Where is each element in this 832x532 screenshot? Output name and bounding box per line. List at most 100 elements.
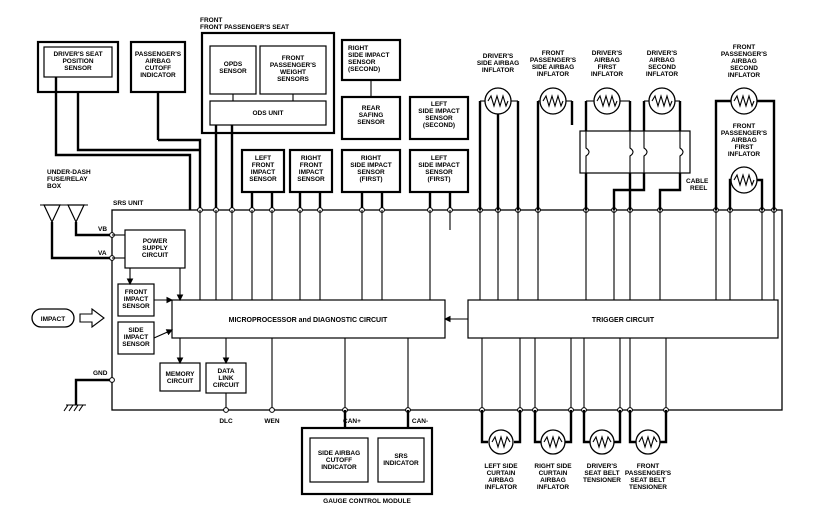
fis-l3: SENSOR [122,303,150,310]
rss-l2: SAFING [359,112,384,119]
svg-text:IMPACT: IMPACT [41,316,65,323]
lsis2-l2: SIDE IMPACT [418,108,459,115]
psc-l1: POWER [143,238,168,245]
sis-l3: SENSOR [122,341,150,348]
microprocessor-label: MICROPROCESSOR and DIAGNOSTIC CIRCUIT [229,317,388,324]
microprocessor-and-diagnostic-circuit [171,299,446,339]
micro-input-lines [199,210,451,300]
srsi-l2: INDICATOR [383,460,419,467]
svg-text:FIRST: FIRST [735,144,754,151]
rfis-l2: FRONT [300,162,322,169]
svg-text:INFLATOR: INFLATOR [482,67,515,74]
sis-l2: IMPACT [124,334,148,341]
drivers-seat-position-sensor-l2: POSITION [62,58,93,65]
lsis2-l4: (SECOND) [423,122,455,129]
rfis-l3: IMPACT [299,169,323,176]
right-side-curtain-airbag-inflator: RIGHT SIDE CURTAIN AIRBAG INFLATOR [533,410,572,491]
drivers-side-airbag-inflator: DRIVER'S SIDE AIRBAG INFLATOR [477,53,519,115]
lfis-l2: FRONT [252,162,274,169]
front-passengers-seat-label-2: FRONT PASSENGER'S SEAT [200,24,289,31]
dlc-l1: DATA [217,368,234,375]
rsis1-l2: SIDE IMPACT [350,162,391,169]
wen-terminal: WEN [264,418,279,425]
svg-text:TENSIONER: TENSIONER [629,484,667,491]
opds-l2: SENSOR [219,68,247,75]
svg-text:SECOND: SECOND [648,64,676,71]
svg-text:PASSENGER'S: PASSENGER'S [721,51,768,58]
right-front-impact-sensor [288,148,334,194]
pac-l4: INDICATOR [140,72,176,79]
cable-reel-coils [585,131,684,173]
va-terminal: VA [98,250,107,257]
fpws-l1: FRONT [282,55,304,62]
svg-text:SEAT BELT: SEAT BELT [584,470,619,477]
trigger-circuit-label: TRIGGER CIRCUIT [592,317,655,324]
srs-unit-label: SRS UNIT [113,200,143,207]
left-side-impact-sensor-first [408,148,470,194]
can-minus-terminal: CAN- [412,418,428,425]
under-dash-l2: FUSE/RELAY [47,176,88,183]
can-plus-terminal: CAN+ [343,418,361,425]
front-passengers-seat-label-1: FRONT [200,17,222,24]
srs-unit-outline [111,209,783,411]
front-passengers-airbag-second-inflator: FRONT PASSENGER'S AIRBAG SECOND INFLATOR [721,44,768,115]
svg-text:AIRBAG: AIRBAG [649,57,675,64]
svg-text:TENSIONER: TENSIONER [583,477,621,484]
srsi-l1: SRS [394,453,408,460]
saci-l3: INDICATOR [321,464,357,471]
trigger-output-lines [481,338,667,410]
fis-l1: FRONT [125,289,147,296]
mem-l2: CIRCUIT [167,378,193,385]
rsis2-l1: RIGHT [348,45,368,52]
pac-l1: PASSENGER'S [135,51,182,58]
left-side-curtain-airbag-inflator: LEFT SIDE CURTAIN AIRBAG INFLATOR [480,410,522,491]
ods-unit-label: ODS UNIT [252,110,283,117]
gnd-terminal: GND [93,370,108,377]
rsis1-l4: (FIRST) [359,176,382,183]
rfis-l1: RIGHT [301,155,321,162]
svg-text:AIRBAG: AIRBAG [488,477,514,484]
rear-safing-sensor [340,95,402,141]
ground-icon [63,404,86,412]
rss-l1: REAR [362,105,381,112]
svg-text:INFLATOR: INFLATOR [728,151,761,158]
svg-text:FRONT: FRONT [637,463,659,470]
trigger-input-lines [479,210,775,300]
dlc-l3: CIRCUIT [213,382,239,389]
svg-text:DRIVER'S: DRIVER'S [483,53,514,60]
cable-reel-l1: CABLE [686,178,709,185]
front-passengers-airbag-first-inflator: FRONT PASSENGER'S AIRBAG FIRST INFLATOR [721,123,768,194]
lsis1-l3: SENSOR [425,169,453,176]
pac-l2: AIRBAG [145,58,171,65]
ods-unit [209,100,327,126]
drivers-seat-position-sensor [43,46,113,78]
svg-text:CURTAIN: CURTAIN [539,470,568,477]
lsis1-l1: LEFT [431,155,447,162]
svg-text:FIRST: FIRST [598,64,617,71]
dlc-terminal: DLC [219,418,233,425]
impact-input: IMPACT [31,307,105,329]
psc-l3: CIRCUIT [142,252,168,259]
memory-circuit [159,362,201,392]
drivers-seat-position-sensor-l3: SENSOR [64,65,92,72]
svg-text:CURTAIN: CURTAIN [487,470,516,477]
saci-l2: CUTOFF [326,457,352,464]
sis-l1: SIDE [128,327,144,334]
svg-text:FRONT: FRONT [733,123,755,130]
drivers-airbag-first-inflator: DRIVER'S AIRBAG FIRST INFLATOR [586,50,630,115]
svg-text:SIDE AIRBAG: SIDE AIRBAG [477,60,519,67]
svg-text:SIDE AIRBAG: SIDE AIRBAG [532,64,574,71]
rsis1-l3: SENSOR [357,169,385,176]
srs-indicator [377,437,425,483]
fpws-l2: PASSENGER'S [270,62,317,69]
rfis-l4: SENSOR [297,176,325,183]
cable-reel-box [579,130,691,174]
svg-text:AIRBAG: AIRBAG [540,477,566,484]
saci-l1: SIDE AIRBAG [318,450,360,457]
svg-text:AIRBAG: AIRBAG [594,57,620,64]
lfis-l4: SENSOR [249,176,277,183]
svg-text:PASSENGER'S: PASSENGER'S [625,470,672,477]
svg-text:INFLATOR: INFLATOR [485,484,518,491]
left-side-impact-sensor-second [408,95,470,141]
fpws-l3: WEIGHT [280,69,306,76]
